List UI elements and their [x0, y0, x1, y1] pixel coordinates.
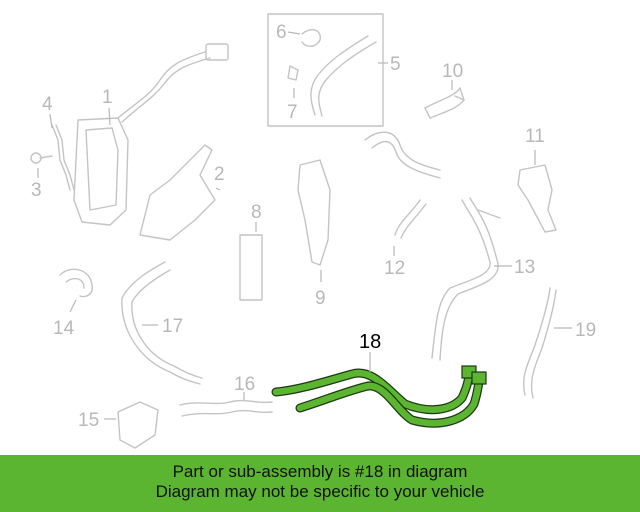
callout-11: 11: [525, 126, 545, 147]
callout-10: 10: [442, 61, 463, 82]
parts-diagram: 1 4 3 2 5 6 7 10: [30, 13, 596, 449]
part-14-hose: [59, 268, 93, 313]
callout-6: 6: [276, 22, 287, 43]
part-4-bracket: [49, 113, 75, 191]
sub-assembly-box: [267, 13, 384, 127]
callout-1: 1: [102, 87, 113, 108]
part-2-bracket: [139, 144, 221, 241]
part-3-bolt: [30, 152, 53, 178]
part-18-pipe-highlighted: [271, 352, 487, 428]
part-8-bracket: [239, 222, 263, 301]
part-10-hose: [424, 80, 465, 119]
part-7-clip: [287, 65, 299, 98]
callout-4: 4: [42, 94, 53, 115]
callout-8: 8: [251, 202, 262, 223]
part-9-bracket: [297, 159, 331, 282]
info-banner: Part or sub-assembly is #18 in diagram D…: [0, 455, 640, 512]
callout-12: 12: [384, 258, 405, 279]
callout-16: 16: [234, 374, 255, 395]
banner-line-2: Diagram may not be specific to your vehi…: [155, 482, 485, 501]
part-15-housing: [104, 401, 159, 449]
callout-15: 15: [78, 410, 99, 431]
part-17-hose: [121, 261, 203, 385]
callout-14: 14: [53, 318, 75, 339]
callout-19: 19: [575, 320, 596, 341]
banner-line-1: Part or sub-assembly is #18 in diagram: [172, 462, 468, 481]
callout-9: 9: [315, 288, 326, 309]
part-6-clamp: [287, 29, 321, 47]
callout-18: 18: [359, 331, 381, 353]
part-12-hose: [364, 131, 441, 256]
part-13-pipe: [431, 197, 512, 361]
callout-5: 5: [390, 54, 401, 75]
callout-17: 17: [162, 316, 183, 337]
callout-13: 13: [514, 257, 535, 278]
part-19-hose: [523, 287, 572, 399]
part-16-hose: [179, 392, 273, 417]
callout-2: 2: [214, 164, 225, 185]
callout-3: 3: [31, 180, 42, 201]
part-5-hose: [310, 35, 388, 117]
part-1-reservoir: [73, 43, 229, 226]
part-11-valve: [517, 150, 557, 233]
callout-7: 7: [287, 102, 298, 123]
